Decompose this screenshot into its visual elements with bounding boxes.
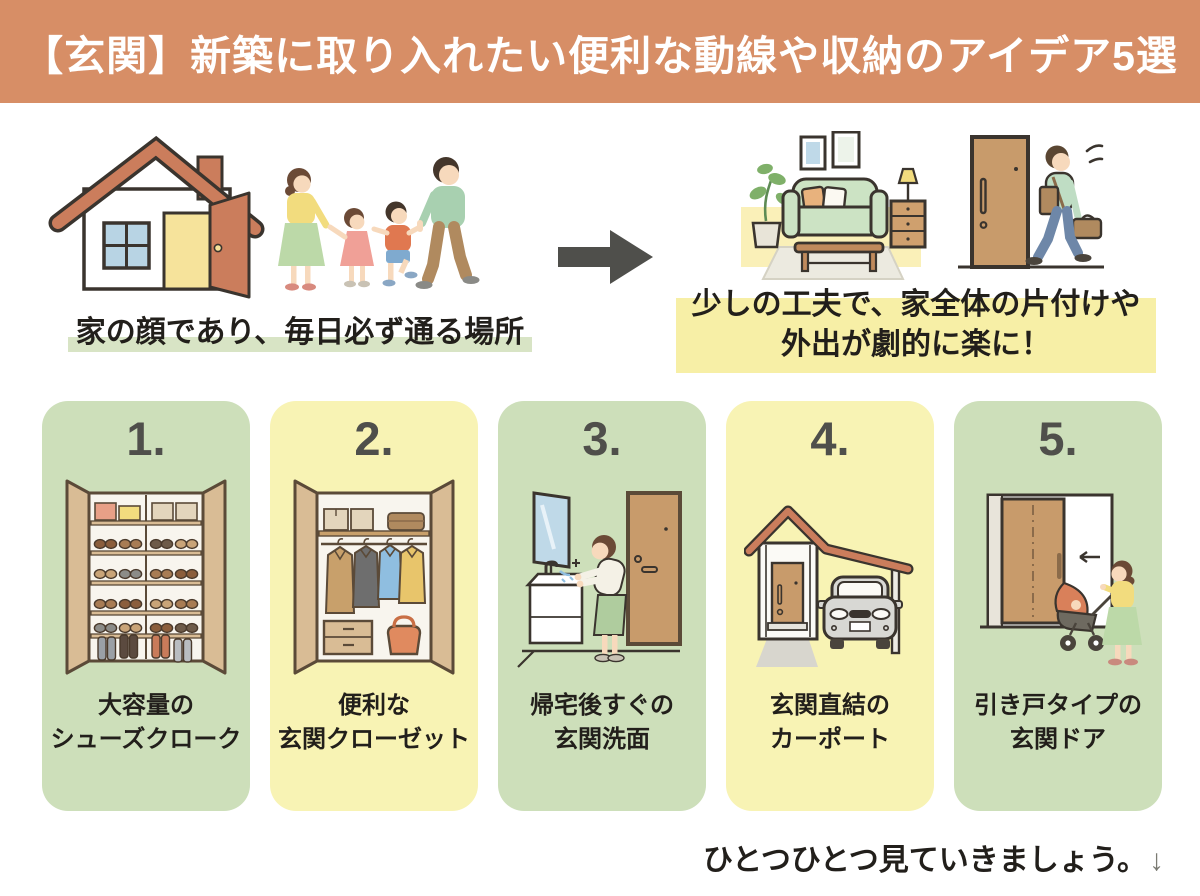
idea-card-1: 1.	[42, 400, 250, 811]
title-banner: 【玄関】新築に取り入れたい便利な動線や収納のアイデア5選	[0, 0, 1200, 103]
idea-cards: 1.	[0, 400, 1200, 811]
entry-closet-icon	[293, 479, 455, 675]
intro-before: 家の顔であり、毎日必ず通る場所	[46, 131, 554, 352]
shoe-closet-icon	[65, 479, 227, 675]
card-number: 5.	[1038, 411, 1078, 465]
card-number: 3.	[582, 411, 622, 465]
intro-after: 少しの工夫で、家全体の片付けや 外出が劇的に楽に！	[662, 131, 1170, 373]
page-title: 【玄関】新築に取り入れたい便利な動線や収納のアイデア5選	[22, 32, 1178, 79]
card-label: 大容量の シューズクローク	[50, 692, 242, 754]
sliding-entry-door-icon	[980, 493, 1142, 666]
before-illustrations	[46, 131, 554, 301]
idea-card-3: 3.	[498, 400, 706, 811]
before-caption: 家の顔であり、毎日必ず通る場所	[46, 307, 554, 352]
right-arrow-icon	[558, 230, 653, 284]
card-label: 帰宅後すぐの 玄関洗面	[530, 692, 674, 754]
card-label: 玄関直結の カーポート	[770, 692, 890, 754]
transition-arrow	[558, 223, 654, 291]
card-number: 2.	[354, 411, 394, 465]
footer-note: ひとつひとつ見ていきましょう。↓	[0, 835, 1200, 879]
living-room-icon	[740, 131, 926, 280]
idea-card-4: 4.	[726, 400, 934, 811]
after-caption: 少しの工夫で、家全体の片付けや 外出が劇的に楽に！	[675, 285, 1157, 373]
after-illustrations	[723, 131, 1110, 283]
idea-card-5: 5.	[954, 400, 1162, 811]
down-arrow-glyph: ↓	[1149, 843, 1164, 877]
card-number: 1.	[126, 411, 166, 465]
intro-section: 家の顔であり、毎日必ず通る場所	[0, 103, 1200, 373]
card-label: 引き戸タイプの 玄関ドア	[974, 692, 1142, 754]
card-label: 便利な 玄関クローゼット	[278, 692, 470, 754]
family-walking-icon	[278, 157, 480, 291]
attached-carport-icon	[744, 505, 914, 668]
house-open-door-icon	[48, 135, 265, 299]
idea-card-2: 2.	[270, 400, 478, 811]
entry-washbasin-icon	[517, 491, 682, 668]
footer-text: ひとつひとつ見ていきましょう。	[703, 843, 1147, 877]
card-number: 4.	[810, 411, 850, 465]
person-leaving-door-icon	[957, 135, 1104, 269]
